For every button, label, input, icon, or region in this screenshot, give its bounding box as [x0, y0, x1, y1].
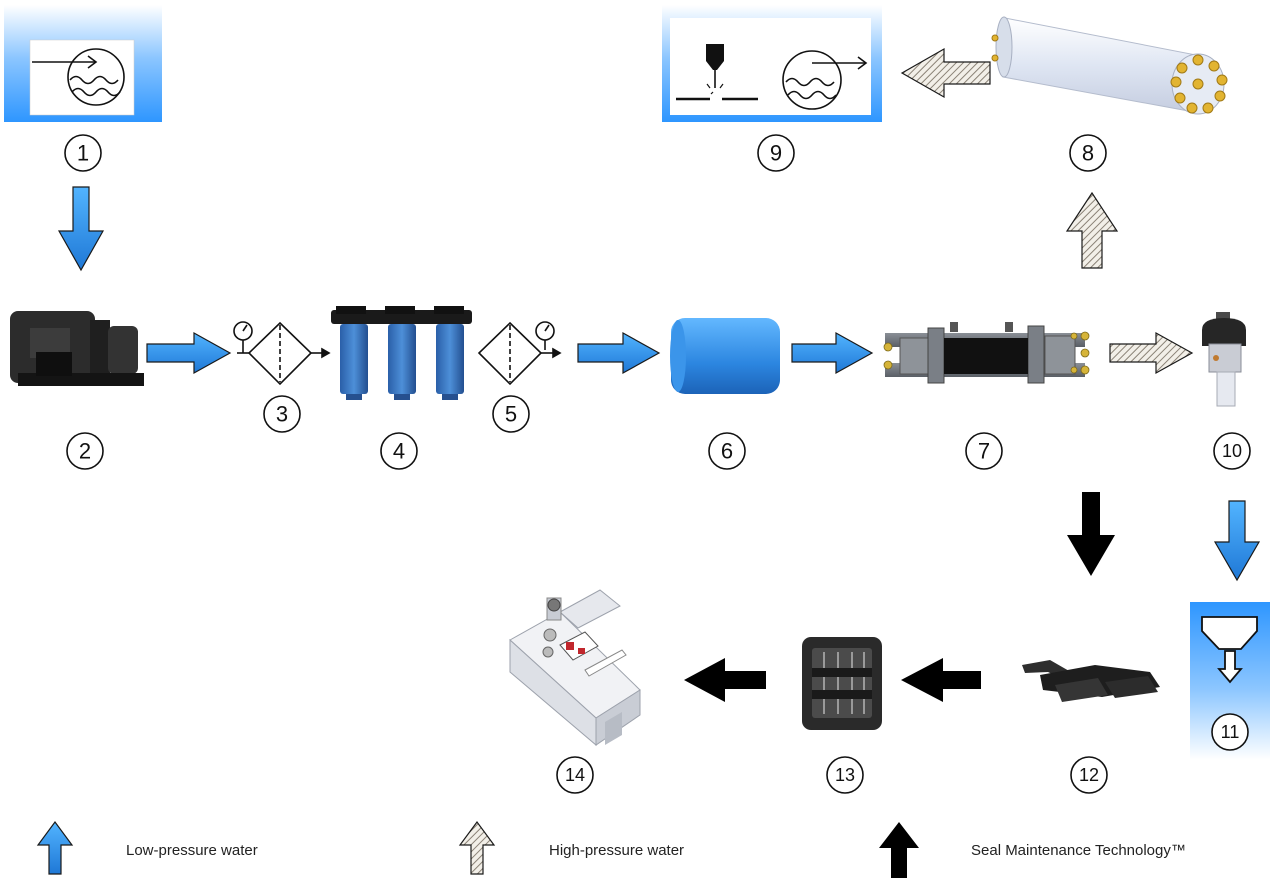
edge-5-6-arrow [577, 331, 661, 375]
edge-12-13-arrow [901, 658, 981, 702]
node-12-number: 12 [1070, 756, 1108, 794]
svg-text:6: 6 [721, 439, 733, 464]
svg-text:2: 2 [79, 439, 91, 464]
svg-text:14: 14 [565, 765, 585, 785]
svg-text:11: 11 [1221, 722, 1240, 742]
node-8-attenuator [991, 16, 1228, 115]
water-outlet-icon [782, 50, 868, 110]
drain-icon [1201, 616, 1258, 684]
legend-high-pressure-icon [458, 820, 496, 875]
svg-text:1: 1 [77, 141, 89, 166]
edge-2-3-arrow [146, 331, 232, 375]
svg-text:8: 8 [1082, 141, 1094, 166]
node-3-number: 3 [263, 395, 301, 433]
svg-text:4: 4 [393, 439, 405, 464]
legend-seal-maintenance-label: Seal Maintenance Technology™ [971, 842, 1186, 859]
legend-seal-maintenance-icon [879, 822, 919, 878]
node-4-triple-filter [331, 306, 472, 400]
svg-text:7: 7 [978, 439, 990, 464]
edge-8-9-arrow [900, 47, 991, 99]
edge-13-14-arrow [684, 658, 766, 702]
edge-7-8-arrow [1065, 191, 1119, 269]
svg-text:9: 9 [770, 141, 782, 166]
node-6-number: 6 [708, 432, 746, 470]
node-8-number: 8 [1069, 134, 1107, 172]
node-6-water-tank [670, 318, 780, 394]
node-14-cutting-head-unit [509, 589, 641, 747]
svg-text:10: 10 [1222, 441, 1242, 461]
legend-low-pressure-label: Low-pressure water [126, 842, 258, 859]
node-13-number: 13 [826, 756, 864, 794]
legend-high-pressure-label: High-pressure water [549, 842, 685, 859]
edge-10-11-arrow [1213, 500, 1261, 582]
node-1-water-source [4, 5, 162, 122]
cutting-nozzle-icon [676, 44, 758, 101]
svg-text:13: 13 [835, 765, 855, 785]
svg-text:3: 3 [276, 402, 288, 427]
node-7-intensifier-pump [883, 322, 1090, 384]
node-2-booster-pump [10, 311, 144, 386]
edge-7-10-arrow [1109, 331, 1194, 375]
edge-1-2-arrow [57, 186, 105, 272]
node-13-seal-module [802, 637, 882, 730]
node-1-number: 1 [64, 134, 102, 172]
node-4-number: 4 [380, 432, 418, 470]
svg-text:12: 12 [1079, 765, 1099, 785]
node-11-number: 11 [1211, 713, 1249, 751]
node-9-number: 9 [757, 134, 795, 172]
node-5-number: 5 [492, 395, 530, 433]
node-12-seal-cartridge [1022, 660, 1160, 702]
node-3-filter-icon [233, 321, 331, 386]
node-2-number: 2 [66, 432, 104, 470]
legend-low-pressure-icon [36, 820, 74, 875]
edge-7-12-arrow [1067, 492, 1115, 576]
node-14-number: 14 [556, 756, 594, 794]
node-10-number: 10 [1213, 432, 1251, 470]
node-9-cutting-head-panel [662, 5, 882, 122]
node-10-dump-valve [1202, 312, 1246, 407]
edge-6-7-arrow [791, 331, 874, 375]
node-7-number: 7 [965, 432, 1003, 470]
node-5-filter-icon [477, 321, 562, 386]
svg-text:5: 5 [505, 402, 517, 427]
water-inlet-icon [32, 48, 125, 106]
